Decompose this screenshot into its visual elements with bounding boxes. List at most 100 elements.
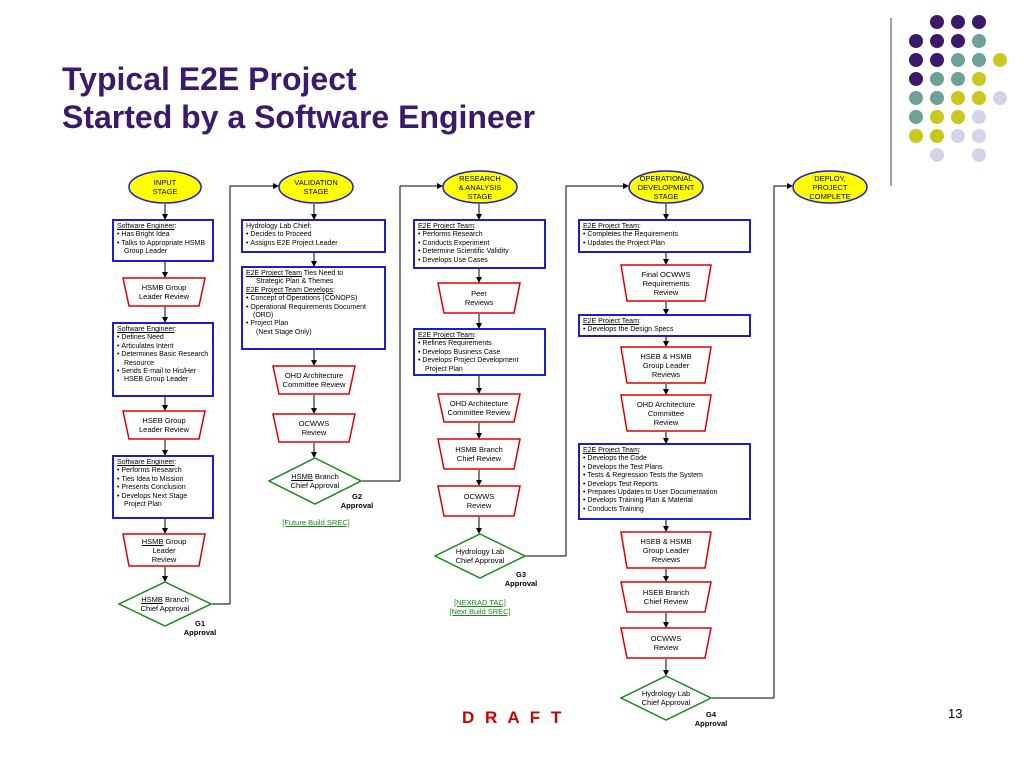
- box-heading: E2E Project Team: [583, 223, 639, 230]
- review-trapezoid: HSMB Group Leader Review: [122, 533, 206, 567]
- review-label: OCWWS Review: [298, 419, 330, 437]
- review-trapezoid: OCWWS Review: [272, 413, 356, 443]
- step-box: E2E Project Team: Performs Research Cond…: [413, 219, 546, 269]
- box-text: (Next Stage Only): [256, 328, 312, 336]
- bullet-item: Project Plan: [246, 320, 381, 328]
- heading-colon: :: [473, 332, 476, 339]
- bullet-list: Performs Research Conducts Experiment De…: [418, 231, 541, 265]
- review-trapezoid: Final OCWWS Requirements Review: [620, 264, 712, 302]
- bullet-item: Develops the Test Plans: [583, 464, 746, 472]
- step-box: Software Engineer: Performs Research Tie…: [112, 455, 214, 519]
- review-label: OHD Architecture Committee Review: [282, 371, 346, 389]
- gate-approval-label: G1 Approval: [183, 619, 217, 637]
- review-label-underlined: HSMB: [141, 536, 164, 546]
- box-heading: Hydrology Lab Chief:: [246, 223, 312, 230]
- heading-colon: :: [638, 447, 641, 454]
- bullet-item: Decides to Proceed: [246, 231, 381, 239]
- review-label: HSEB Branch Chief Review: [642, 588, 690, 606]
- bullet-item: Develops Training Plan & Material: [583, 497, 746, 505]
- diamond-label: Hydrology Lab Chief Approval: [455, 547, 505, 565]
- bullet-item: Completes the Requirements: [583, 231, 746, 239]
- step-box: E2E Project Team: Develops the Design Sp…: [578, 314, 751, 337]
- review-label: HSEB Group Leader Review: [138, 416, 190, 434]
- bullet-item: Performs Research: [418, 231, 541, 239]
- review-trapezoid: OCWWS Review: [437, 485, 521, 517]
- step-box: Software Engineer: Defines Need Articula…: [112, 322, 214, 397]
- box-heading: Software Engineer: [117, 326, 175, 333]
- box-heading: E2E Project Team Develops: [246, 286, 334, 294]
- review-label: OHD Architecture Committee Review: [636, 399, 696, 427]
- bullet-item: Talks to Appropriate HSMB Group Leader: [117, 240, 209, 257]
- review-trapezoid: OCWWS Review: [620, 627, 712, 659]
- stage-label: VALIDATION STAGE: [294, 178, 338, 196]
- bullet-item: Performs Research: [117, 467, 209, 475]
- box-text: Strategic Plan & Themes: [256, 278, 334, 286]
- bullet-list: Develops the Design Specs: [583, 326, 746, 334]
- box-heading: Software Engineer: [117, 459, 175, 466]
- review-label: HSMB Group Leader Review: [138, 283, 190, 301]
- diamond-label-underlined: HSMB: [141, 595, 163, 604]
- box-heading: E2E Project Team: [583, 447, 639, 454]
- bullet-list: Performs Research Ties Idea to Mission P…: [117, 467, 209, 509]
- box-heading: Software Engineer: [117, 223, 175, 230]
- bullet-list: Completes the Requirements Updates the P…: [583, 231, 746, 248]
- bullet-item: Articulates Intent: [117, 343, 209, 351]
- bullet-item: Defines Need: [117, 334, 209, 342]
- stage-label: RESEARCH & ANALYSIS STAGE: [458, 173, 502, 201]
- review-label: Final OCWWS Requirements Review: [641, 269, 691, 297]
- step-box: E2E Project Team: Develops the Code Deve…: [578, 443, 751, 520]
- bullet-list: Defines Need Articulates Intent Determin…: [117, 334, 209, 384]
- step-box: E2E Project Team Ties Need to Strategic …: [241, 266, 386, 350]
- bullet-item: Develops Next Stage Project Plan: [117, 493, 209, 510]
- review-label: Group Leader Review: [151, 536, 187, 564]
- review-label: HSEB & HSMB Group Leader Reviews: [640, 351, 692, 379]
- stage-oval-deploy: DEPLOY, PROJECT COMPLETE: [792, 170, 868, 204]
- approval-diamond: Hydrology Lab Chief Approval: [620, 675, 712, 721]
- bullet-item: Refines Requirements: [418, 340, 541, 348]
- stage-oval-research: RESEARCH & ANALYSIS STAGE: [442, 170, 518, 204]
- bullet-list: Decides to Proceed Assigns E2E Project L…: [246, 231, 381, 248]
- approval-diamond: HSMB Branch Chief Approval: [118, 581, 212, 627]
- review-label: HSEB & HSMB Group Leader Reviews: [640, 536, 692, 564]
- review-trapezoid: HSEB & HSMB Group Leader Reviews: [620, 346, 712, 384]
- bullet-item: Develops the Code: [583, 455, 746, 463]
- bullet-item: Updates the Project Plan: [583, 240, 746, 248]
- bullet-item: Develops Business Case: [418, 349, 541, 357]
- step-box: Software Engineer: Has Bright Idea Talks…: [112, 219, 214, 262]
- heading-colon: :: [174, 326, 177, 333]
- box-heading-tail: Ties Need to: [301, 270, 344, 277]
- bullet-item: Assigns E2E Project Leader: [246, 240, 381, 248]
- review-label: OCWWS Review: [463, 492, 495, 510]
- bullet-item: Conducts Training: [583, 506, 746, 514]
- bullet-item: Determine Scientific Validity: [418, 248, 541, 256]
- draft-watermark: D R A F T: [462, 708, 565, 727]
- bullet-item: Has Bright Idea: [117, 231, 209, 239]
- stage-oval-operational: OPERATIONAL DEVELOPMENT STAGE: [628, 170, 704, 204]
- diamond-label: Hydrology Lab Chief Approval: [641, 689, 691, 707]
- stage-oval-validation: VALIDATION STAGE: [278, 170, 354, 204]
- gate-approval-label: G4 Approval: [694, 710, 728, 728]
- step-box: E2E Project Team: Completes the Requirem…: [578, 219, 751, 253]
- box-heading: E2E Project Team: [583, 318, 639, 325]
- review-label: Peer Reviews: [464, 289, 494, 307]
- heading-colon: :: [333, 286, 335, 294]
- review-trapezoid: HSMB Branch Chief Review: [437, 438, 521, 470]
- review-trapezoid: HSEB Branch Chief Review: [620, 581, 712, 613]
- gate-approval-label: G3 Approval: [504, 570, 538, 588]
- slide-title: Typical E2E Project Started by a Softwar…: [62, 60, 535, 136]
- approval-diamond: Hydrology Lab Chief Approval: [434, 533, 526, 579]
- review-label: OHD Architecture Committee Review: [447, 399, 511, 417]
- stage-label: OPERATIONAL DEVELOPMENT STAGE: [637, 173, 695, 201]
- bullet-list: Concept of Operations (CONOPS) Operation…: [246, 295, 381, 329]
- heading-colon: :: [638, 318, 641, 325]
- stage-label: INPUT STAGE: [152, 178, 178, 196]
- divider-line: [890, 18, 892, 186]
- stage-oval-input: INPUT STAGE: [128, 170, 202, 204]
- bullet-item: Tests & Regression Tests the System: [583, 472, 746, 480]
- gate-approval-label: G2 Approval: [340, 492, 374, 510]
- heading-colon: :: [473, 223, 476, 230]
- review-label: OCWWS Review: [650, 634, 682, 652]
- review-trapezoid: OHD Architecture Committee Review: [272, 365, 356, 395]
- build-note: [Future Build SREC]: [282, 518, 350, 527]
